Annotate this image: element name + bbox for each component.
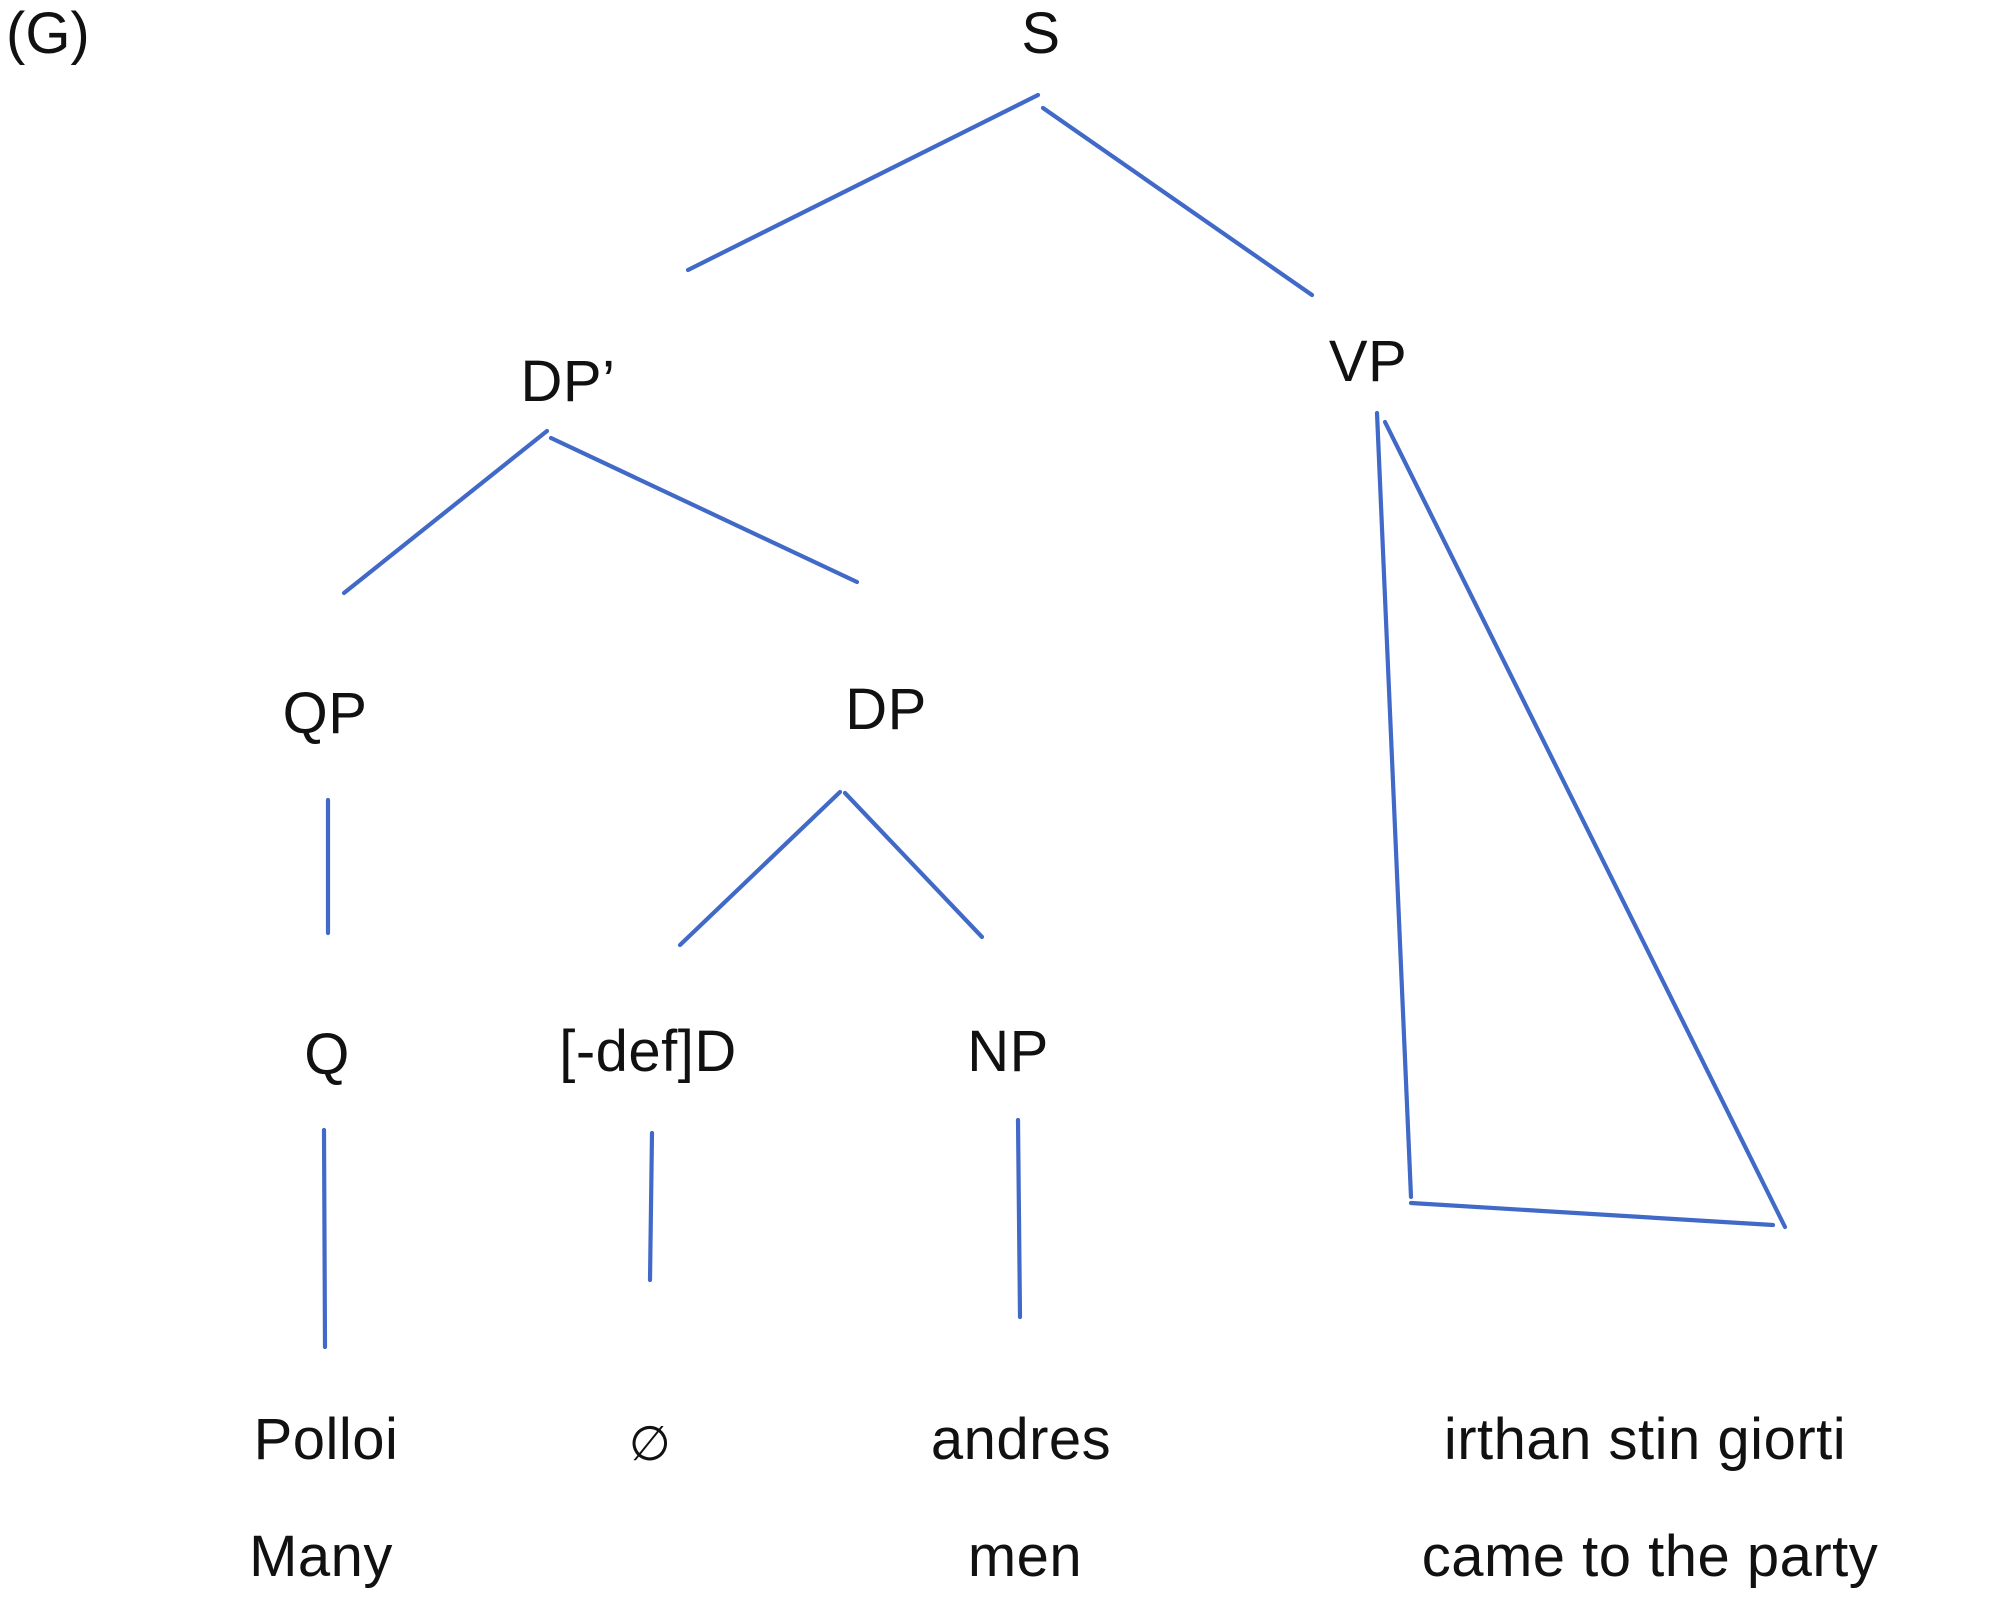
node-q: Q xyxy=(304,1022,350,1087)
edge-dp-np xyxy=(842,790,985,940)
node-polloi: Polloi xyxy=(253,1407,399,1472)
node-many: Many xyxy=(249,1524,393,1589)
edge-dpbar-dp xyxy=(548,435,860,585)
node-came: came to the party xyxy=(1421,1524,1879,1589)
node-dp: DP xyxy=(845,677,927,742)
node-qp: QP xyxy=(282,681,368,746)
edge-vp-triangle-left xyxy=(1374,410,1414,1200)
node-dp-bar: DP’ xyxy=(520,349,616,414)
node-irthan: irthan stin giorti xyxy=(1443,1407,1847,1472)
edge-dpbar-qp xyxy=(341,428,550,596)
node-s: S xyxy=(1021,1,1061,66)
node-null-det: ∅ xyxy=(628,1418,672,1471)
edge-s-dpbar xyxy=(685,92,1041,273)
edge-dp-d xyxy=(677,789,843,948)
edge-q-polloi xyxy=(321,1127,328,1350)
node-andres: andres xyxy=(930,1407,1112,1472)
node-np: NP xyxy=(967,1019,1049,1084)
node-vp: VP xyxy=(1328,329,1408,394)
edge-d-null xyxy=(647,1130,655,1283)
edge-np-andres xyxy=(1015,1117,1023,1320)
figure-label: (G) xyxy=(6,1,90,66)
edge-s-vp xyxy=(1040,105,1315,298)
node-men: men xyxy=(967,1524,1083,1589)
edge-vp-triangle-bottom xyxy=(1408,1200,1776,1228)
edge-vp-triangle-right xyxy=(1382,419,1788,1230)
node-d: [-def]D xyxy=(559,1019,737,1084)
